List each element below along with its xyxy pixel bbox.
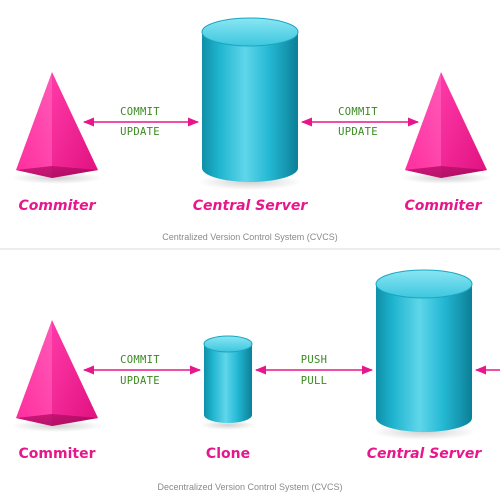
top-right-arrow-bottom-label: UPDATE <box>338 126 378 138</box>
bottom-left-arrow-bottom-label: UPDATE <box>120 375 160 387</box>
bottom-central-server-cylinder-icon <box>372 269 476 440</box>
top-central-server-cylinder-icon <box>198 17 302 190</box>
bottom-right-arrow-top-label: PUSH <box>301 354 328 366</box>
bottom-right-arrow-bottom-label: PULL <box>301 375 328 387</box>
bottom-clone-cylinder-icon <box>200 335 256 430</box>
bottom-left-committer-label: Commiter <box>19 446 96 462</box>
top-left-arrow-top-label: COMMIT <box>120 106 160 118</box>
top-left-arrow-bottom-label: UPDATE <box>120 126 160 138</box>
top-right-arrow: COMMIT UPDATE <box>300 106 420 138</box>
top-right-committer-triangle-icon <box>400 72 492 184</box>
bottom-left-committer-triangle-icon <box>11 320 103 432</box>
top-left-committer-label: Commiter <box>19 198 97 214</box>
bottom-clone-label: Clone <box>206 446 250 462</box>
top-central-server-label: Central Server <box>193 198 309 214</box>
top-left-committer-triangle-icon <box>11 72 103 184</box>
bottom-left-arrow-top-label: COMMIT <box>120 354 160 366</box>
bottom-central-server-label: Central Server <box>367 446 483 462</box>
bottom-right-arrow: PUSH PULL <box>254 354 374 387</box>
bottom-section: COMMIT UPDATE PUSH PULL Commiter Clone C… <box>11 269 500 492</box>
top-caption: Centralized Version Control System (CVCS… <box>162 232 338 242</box>
top-right-committer-label: Commiter <box>405 198 483 214</box>
top-left-arrow: COMMIT UPDATE <box>82 106 200 138</box>
bottom-caption: Decentralized Version Control System (CV… <box>157 482 342 492</box>
bottom-left-arrow: COMMIT UPDATE <box>82 354 202 387</box>
top-section: COMMIT UPDATE COMMIT UPDATE Commiter Cen… <box>11 17 492 242</box>
top-right-arrow-top-label: COMMIT <box>338 106 378 118</box>
